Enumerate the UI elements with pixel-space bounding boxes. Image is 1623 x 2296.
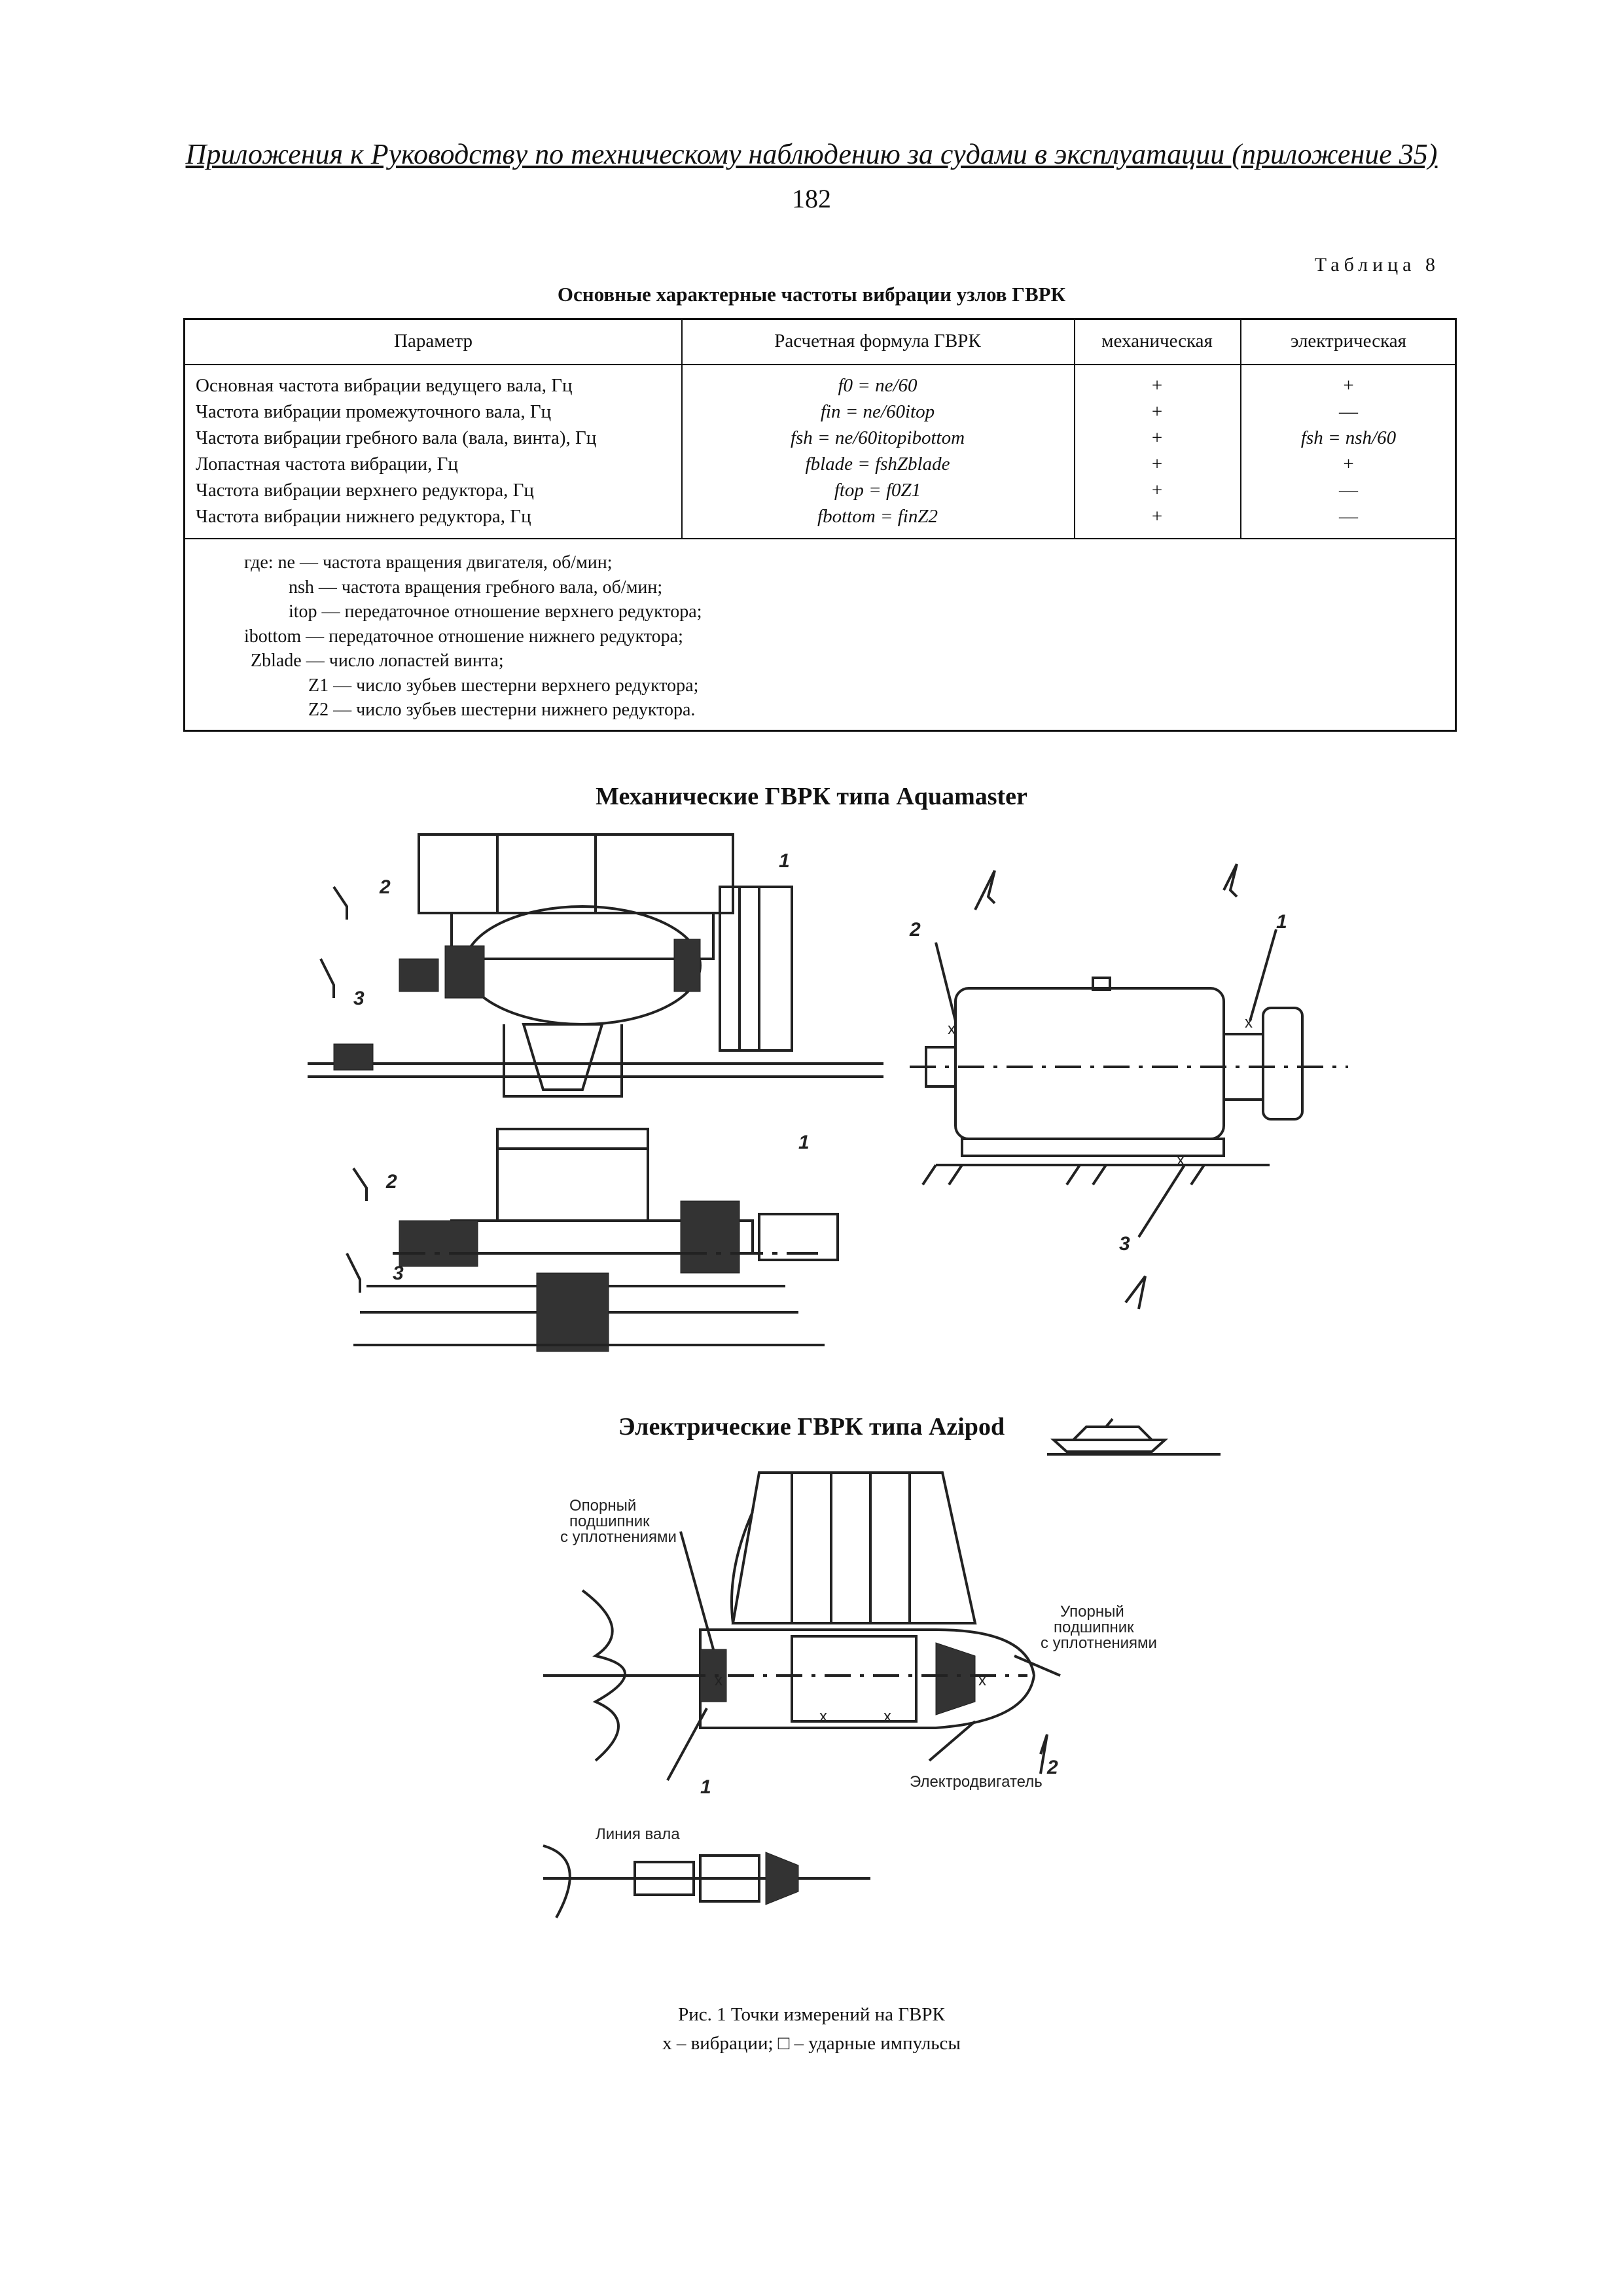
motor-label: Электродвигатель xyxy=(910,1773,1043,1791)
formula-column: f0 = ne/60 fin = ne/60itop fsh = ne/60it… xyxy=(681,372,1074,529)
table-cell-mech: + xyxy=(1151,454,1163,475)
table-cell-elec: + xyxy=(1343,454,1354,475)
running-header: Приложения к Руководству по техническому… xyxy=(185,138,1438,170)
aquamaster-drawing-top: 2 3 1 xyxy=(308,833,883,1098)
table-cell-elec: fsh = nsh/60 xyxy=(1300,427,1397,448)
table-cell-formula: f0 = ne/60 xyxy=(838,375,918,396)
legend-line: ibottom — передаточное отношение нижнего… xyxy=(244,626,683,647)
table-cell-formula: fbottom = finZ2 xyxy=(817,506,938,527)
table-label: Таблица 8 xyxy=(1314,254,1440,276)
table-cell-elec: — xyxy=(1339,480,1358,501)
point-label-3: 3 xyxy=(1119,1233,1130,1255)
point-label-2: 2 xyxy=(385,1171,397,1193)
point-label-1: 1 xyxy=(779,850,790,872)
mechanical-section-title: Механические ГВРК типа Aquamaster xyxy=(596,783,1027,810)
point-label-1: 1 xyxy=(798,1132,810,1153)
shaft-line-label: Линия вала xyxy=(596,1825,680,1843)
aquamaster-drawing-bottom: 2 3 1 xyxy=(346,1128,839,1352)
point-label-3: 3 xyxy=(393,1263,404,1284)
vibration-mark-icon: x xyxy=(883,1708,891,1725)
column-header-electrical: электрическая xyxy=(1291,331,1406,351)
thrust-bearing-label: подшипник xyxy=(1054,1619,1134,1636)
aquamaster-drawing-motor: x x x 2 1 3 xyxy=(909,863,1348,1310)
support-bearing-label: Опорный xyxy=(569,1497,636,1515)
column-header-parameter: Параметр xyxy=(394,331,473,351)
legend-line: nsh — частота вращения гребного вала, об… xyxy=(289,577,663,598)
legend-line: Z1 — число зубьев шестерни верхнего реду… xyxy=(308,675,699,696)
table-cell-mech: + xyxy=(1151,401,1163,422)
support-bearing-label: подшипник xyxy=(569,1513,650,1530)
table-cell-param: Лопастная частота вибрации, Гц xyxy=(196,454,458,475)
table-cell-formula: ftop = f0Z1 xyxy=(834,480,921,501)
point-label-2: 2 xyxy=(1046,1757,1058,1778)
parameter-column: Основная частота вибрации ведущего вала,… xyxy=(196,372,680,529)
point-label-1: 1 xyxy=(1276,911,1287,933)
legend-line: где: ne — частота вращения двигателя, об… xyxy=(244,552,613,573)
table-cell-elec: + xyxy=(1343,375,1354,396)
vibration-mark-icon: x xyxy=(1245,1014,1253,1031)
mechanical-column: + + + + + + xyxy=(1074,372,1240,529)
table-cell-formula: fin = ne/60itop xyxy=(820,401,935,422)
vibration-mark-icon: x xyxy=(819,1708,827,1725)
vibration-mark-icon: x xyxy=(715,1672,722,1689)
table-cell-elec: — xyxy=(1339,506,1358,527)
figure-caption-legend: х – вибрации; □ – ударные импульсы xyxy=(662,2033,961,2054)
table-cell-param: Частота вибрации гребного вала (вала, ви… xyxy=(196,427,597,448)
vibration-mark-icon: x xyxy=(948,1020,955,1038)
table-cell-param: Основная частота вибрации ведущего вала,… xyxy=(196,375,573,396)
table-cell-elec: — xyxy=(1339,401,1358,422)
table-title: Основные характерные частоты вибрации уз… xyxy=(557,283,1066,306)
table-cell-param: Частота вибрации промежуточного вала, Гц xyxy=(196,401,552,422)
column-header-mechanical: механическая xyxy=(1101,331,1213,351)
point-label-1: 1 xyxy=(700,1776,711,1798)
table-cell-formula: fblade = fshZblade xyxy=(805,454,950,475)
support-bearing-label: с уплотнениями xyxy=(560,1528,677,1546)
frequency-table: Параметр Расчетная формула ГВРК механиче… xyxy=(183,318,1457,732)
figure-caption: Рис. 1 Точки измерений на ГВРК xyxy=(678,2004,945,2025)
thrust-bearing-label: с уплотнениями xyxy=(1041,1634,1157,1652)
column-header-formula: Расчетная формула ГВРК xyxy=(774,331,981,351)
point-label-2: 2 xyxy=(379,876,391,898)
table-cell-param: Частота вибрации нижнего редуктора, Гц xyxy=(196,506,531,527)
table-cell-formula: fsh = ne/60itopibottom xyxy=(790,427,965,448)
legend-line: itop — передаточное отношение верхнего р… xyxy=(289,601,702,622)
electrical-column: + — fsh = nsh/60 + — — xyxy=(1240,372,1457,529)
ship-icon xyxy=(1047,1418,1221,1456)
table-cell-mech: + xyxy=(1151,427,1163,448)
point-label-2: 2 xyxy=(909,919,921,941)
azipod-drawing: x x x x Опорный подшипник с уплотнениями… xyxy=(543,1471,1157,1918)
page-number: 182 xyxy=(792,184,831,213)
table-cell-mech: + xyxy=(1151,506,1163,527)
vibration-mark-icon: x xyxy=(1177,1151,1185,1169)
thrust-bearing-label: Упорный xyxy=(1060,1603,1124,1621)
table-cell-mech: + xyxy=(1151,375,1163,396)
table-cell-mech: + xyxy=(1151,480,1163,501)
point-label-3: 3 xyxy=(353,988,365,1009)
legend-line: Zblade — число лопастей винта; xyxy=(251,651,504,671)
table-cell-param: Частота вибрации верхнего редуктора, Гц xyxy=(196,480,534,501)
table-legend: где: ne — частота вращения двигателя, об… xyxy=(244,550,702,723)
electrical-section-title: Электрические ГВРК типа Azipod xyxy=(618,1413,1005,1441)
vibration-mark-icon: x xyxy=(978,1672,986,1689)
legend-line: Z2 — число зубьев шестерни нижнего редук… xyxy=(308,700,696,720)
